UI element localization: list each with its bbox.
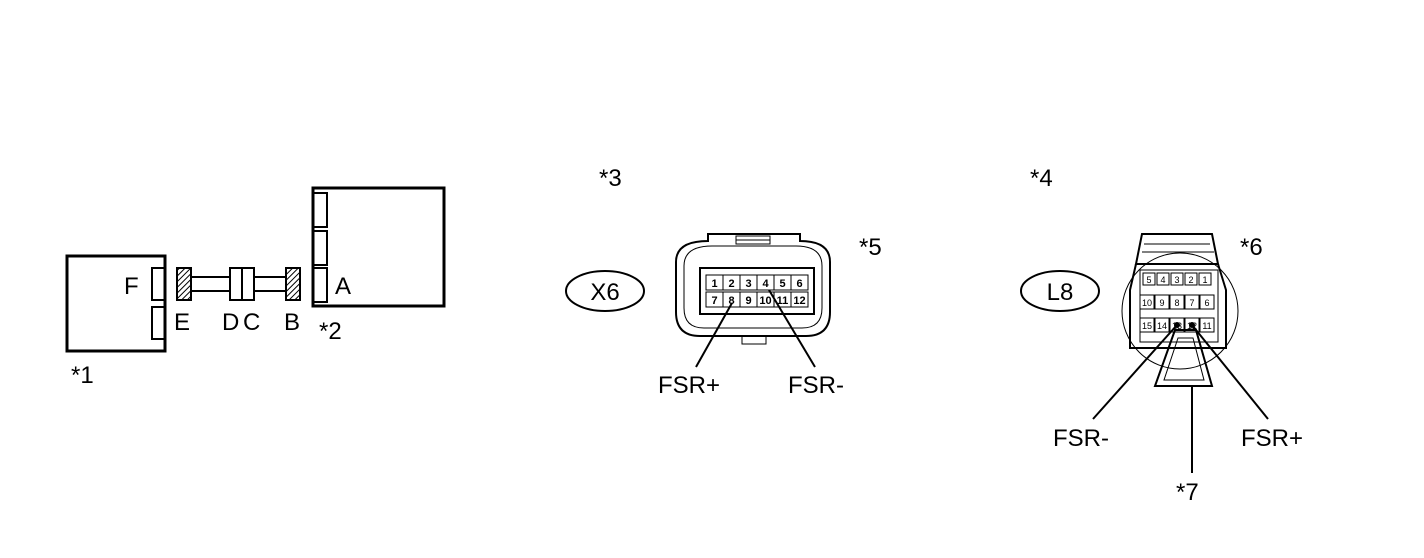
component-2-box: [311, 186, 446, 308]
pin-cell: [1154, 317, 1170, 333]
tester-probe-inner: [1163, 337, 1205, 381]
pin-label: 15: [1142, 321, 1152, 331]
tester-probe-tip: [1153, 329, 1214, 387]
pin-cell: [1199, 317, 1215, 333]
terminal-f: [151, 267, 166, 301]
ref-1-label: *1: [71, 362, 94, 389]
ref-2-label: *2: [319, 318, 342, 345]
pin-row-2: 10 9 8 7 6: [1139, 294, 1215, 310]
ref-4-label: *4: [1030, 165, 1053, 192]
signal-fsr-plus: FSR+: [658, 372, 720, 399]
label-d: D: [222, 309, 239, 336]
pin-cell: [1142, 272, 1156, 286]
pin-label: 8: [728, 295, 734, 307]
leader-line-fsr-minus: [768, 289, 816, 368]
label-a: A: [335, 273, 351, 300]
label-f: F: [124, 273, 139, 300]
pin-label: 6: [796, 278, 802, 290]
pin-cell: [1169, 317, 1185, 333]
ref-5-label: *5: [859, 234, 882, 261]
component-1-box: [65, 254, 167, 353]
pin-label: 3: [1174, 275, 1179, 285]
pin-label: 2: [1188, 275, 1193, 285]
cable-end-e: [176, 267, 192, 301]
pin-cell: [1199, 294, 1215, 310]
pin-label: 4: [1160, 275, 1165, 285]
pin-label: 3: [745, 278, 751, 290]
pin-cell: [790, 274, 809, 291]
pin-label: 11: [1202, 321, 1211, 331]
connector-x6-key: [741, 335, 767, 345]
pin-cell: [1184, 317, 1200, 333]
terminal-slot: [312, 230, 328, 266]
leader-line-fsr-minus: [1092, 324, 1178, 420]
ref-3-label: *3: [599, 165, 622, 192]
pin-cell: [1139, 294, 1155, 310]
connector-l8-diagram: *4 *6 L8 5 4 3 2 1: [1020, 165, 1303, 506]
connector-l8-body: [1129, 263, 1227, 349]
pin-cell: [1139, 317, 1155, 333]
leader-line-fsr-plus: [695, 302, 733, 368]
cable-connector-c: [241, 267, 255, 301]
label-e: E: [174, 309, 190, 336]
pin-cell: [1156, 272, 1170, 286]
connector-x6-housing: [675, 233, 831, 337]
connector-code-ellipse: [1020, 270, 1100, 312]
pin-label: 9: [1159, 298, 1164, 308]
ref-7-label: *7: [1176, 479, 1199, 506]
connector-code-x6: X6: [590, 279, 619, 306]
pin-label: 11: [777, 295, 789, 307]
leader-line-fsr-plus: [1191, 324, 1269, 420]
pin-cell: [1154, 294, 1170, 310]
signal-fsr-minus: FSR-: [1053, 425, 1109, 452]
connector-x6-inner-outline: [683, 245, 823, 329]
pin-label: 2: [728, 278, 734, 290]
pin-label: 12: [793, 295, 805, 307]
pin-cell: [1184, 294, 1200, 310]
pin-label: 9: [745, 295, 751, 307]
terminal-slot: [312, 192, 328, 228]
pin-label: 5: [1146, 275, 1151, 285]
signal-fsr-plus: FSR+: [1241, 425, 1303, 452]
pin-cell: [790, 291, 809, 308]
pin-label: 6: [1204, 298, 1209, 308]
zoom-circle: [1121, 252, 1239, 370]
pin-label: 10: [1142, 298, 1152, 308]
connector-x6-diagram: *3 *5 X6 1 2 3 4 5 6: [565, 165, 882, 399]
pin-row-top: 1 2 3 4 5 6: [705, 274, 809, 291]
pin-row-1: 5 4 3 2 1: [1142, 272, 1212, 286]
pin-label: 14: [1157, 321, 1167, 331]
label-c: C: [243, 309, 260, 336]
pin-label: 10: [759, 295, 771, 307]
connector-code-l8: L8: [1047, 279, 1074, 306]
cable-connection-diagram: F E *1 D C B A *2: [65, 186, 446, 389]
pin-label: 7: [1189, 298, 1194, 308]
cable-connector-d: [229, 267, 243, 301]
pin-label: 1: [1202, 275, 1207, 285]
terminal-e: [151, 306, 166, 340]
ref-6-label: *6: [1240, 234, 1263, 261]
pin-cell: [1198, 272, 1212, 286]
pin-label: 1: [711, 278, 717, 290]
connector-x6-pin-field: [699, 267, 815, 315]
pin-cell: [1169, 294, 1185, 310]
signal-fsr-minus: FSR-: [788, 372, 844, 399]
pin-cell: [1184, 272, 1198, 286]
pin-label: 5: [779, 278, 785, 290]
pin-label: 4: [762, 278, 769, 290]
label-b: B: [284, 309, 300, 336]
terminal-a: [312, 267, 328, 303]
connector-code-ellipse: [565, 270, 645, 312]
pin-label: 8: [1174, 298, 1179, 308]
cable-end-b: [285, 267, 301, 301]
pin-cell: [1170, 272, 1184, 286]
pin-row-bottom: 7 8 9 10 11 12: [705, 291, 809, 308]
pin-label: 7: [711, 295, 717, 307]
